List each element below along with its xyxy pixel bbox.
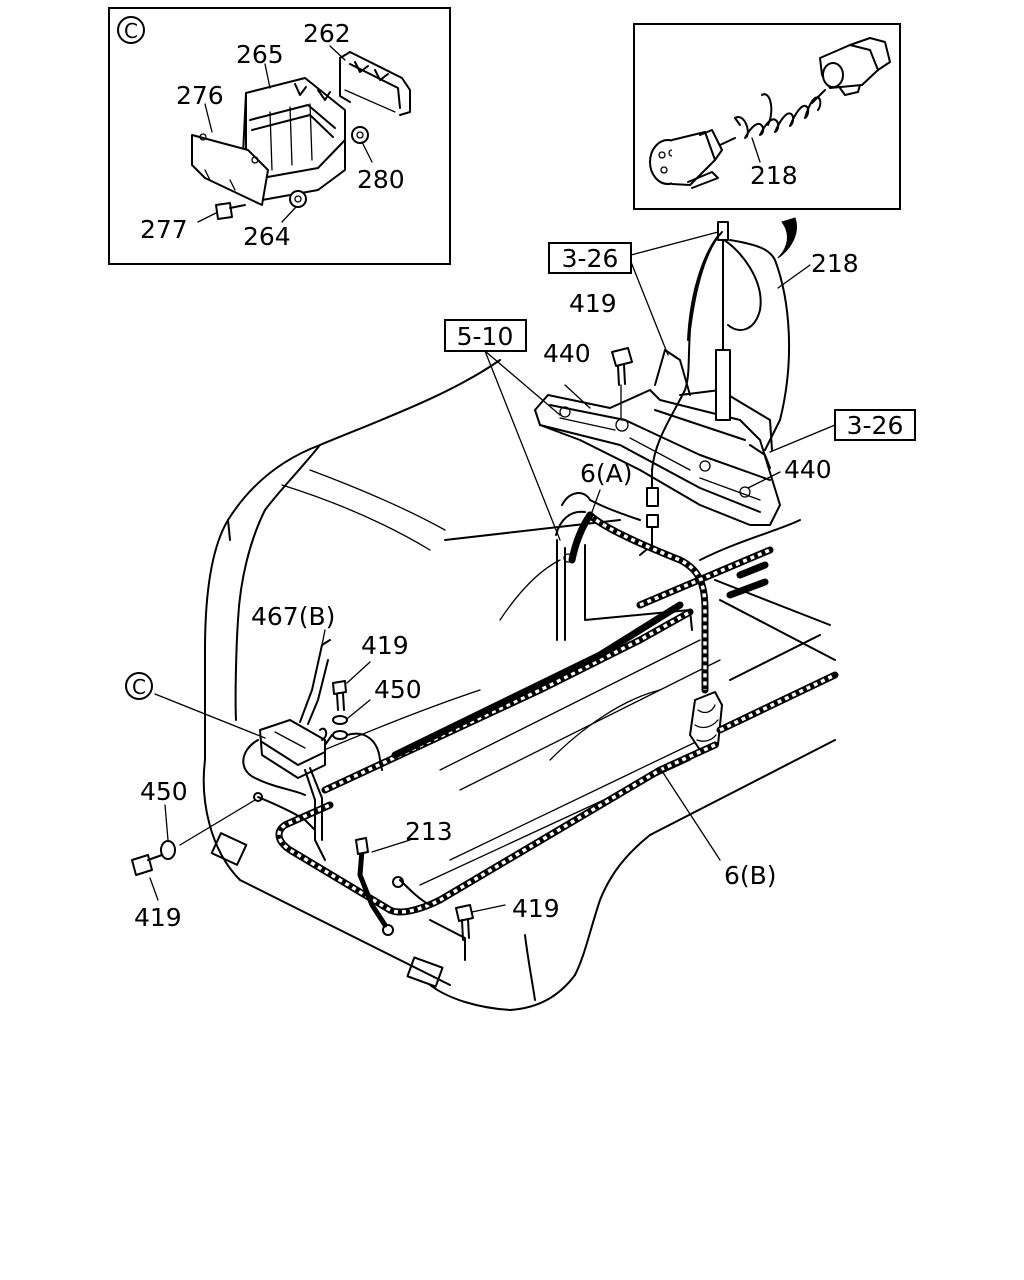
label-450-left: 450	[140, 777, 188, 806]
label-213: 213	[405, 817, 453, 846]
c-symbol-label: C	[124, 19, 138, 43]
label-277: 277	[140, 215, 188, 244]
label-ref-3-26-right: 3-26	[847, 411, 904, 440]
inset-c: C	[108, 7, 451, 265]
label-419-top: 419	[569, 289, 617, 318]
ref-box-5-10: 5-10	[444, 319, 561, 541]
part-262-bracket	[339, 51, 411, 116]
harness-6a	[555, 492, 723, 751]
leader-lines	[149, 264, 811, 901]
pointer-arrow	[777, 217, 797, 259]
bolt-419-top	[611, 347, 633, 421]
bolt-419-bottom	[455, 904, 506, 941]
label-218-main: 218	[811, 249, 859, 278]
harness-6b	[275, 546, 839, 916]
label-ref-3-26-top: 3-26	[562, 244, 619, 273]
coil-cable	[719, 89, 826, 146]
antenna-lead-218	[639, 221, 791, 556]
label-265: 265	[236, 40, 284, 69]
c-symbol-main-label: C	[132, 675, 146, 699]
truck-cab-outline	[202, 359, 836, 1011]
marker-lamp-left	[210, 832, 248, 866]
part-264-nut	[281, 190, 307, 223]
inset-connector-frame	[633, 23, 901, 210]
ground-lead-450	[332, 680, 383, 771]
label-419-mid: 419	[361, 631, 409, 660]
label-6a: 6(A)	[580, 459, 633, 488]
label-419-left: 419	[134, 903, 182, 932]
marker-lamp-right	[406, 956, 444, 988]
part-280-nut	[351, 126, 373, 163]
label-6b: 6(B)	[724, 861, 777, 890]
connector-plug	[649, 129, 723, 189]
connector-socket	[819, 37, 891, 96]
label-450-mid: 450	[374, 675, 422, 704]
inset-c-frame	[108, 7, 451, 265]
ground-cable-213	[355, 837, 431, 936]
label-276: 276	[176, 81, 224, 110]
label-467b: 467(B)	[251, 602, 335, 631]
c-symbol-circle	[117, 16, 145, 44]
label-419-bottom: 419	[512, 894, 560, 923]
label-218-inset: 218	[750, 161, 798, 190]
module-467b	[242, 639, 333, 861]
cross-member-bracket	[534, 349, 781, 526]
part-277-bolt	[197, 202, 246, 223]
part-276-cover	[191, 133, 269, 206]
label-262: 262	[303, 19, 351, 48]
label-440-left: 440	[543, 339, 591, 368]
label-ref-5-10: 5-10	[457, 322, 514, 351]
label-264: 264	[243, 222, 291, 251]
lower-left-lead	[131, 792, 316, 876]
c-symbol-main-circle	[125, 672, 153, 700]
label-280: 280	[357, 165, 405, 194]
ref-box-3-26-top: 3-26	[548, 231, 719, 356]
ref-box-3-26-right: 3-26	[769, 409, 916, 453]
label-440-right: 440	[784, 455, 832, 484]
inset-connector: 218	[633, 23, 901, 210]
